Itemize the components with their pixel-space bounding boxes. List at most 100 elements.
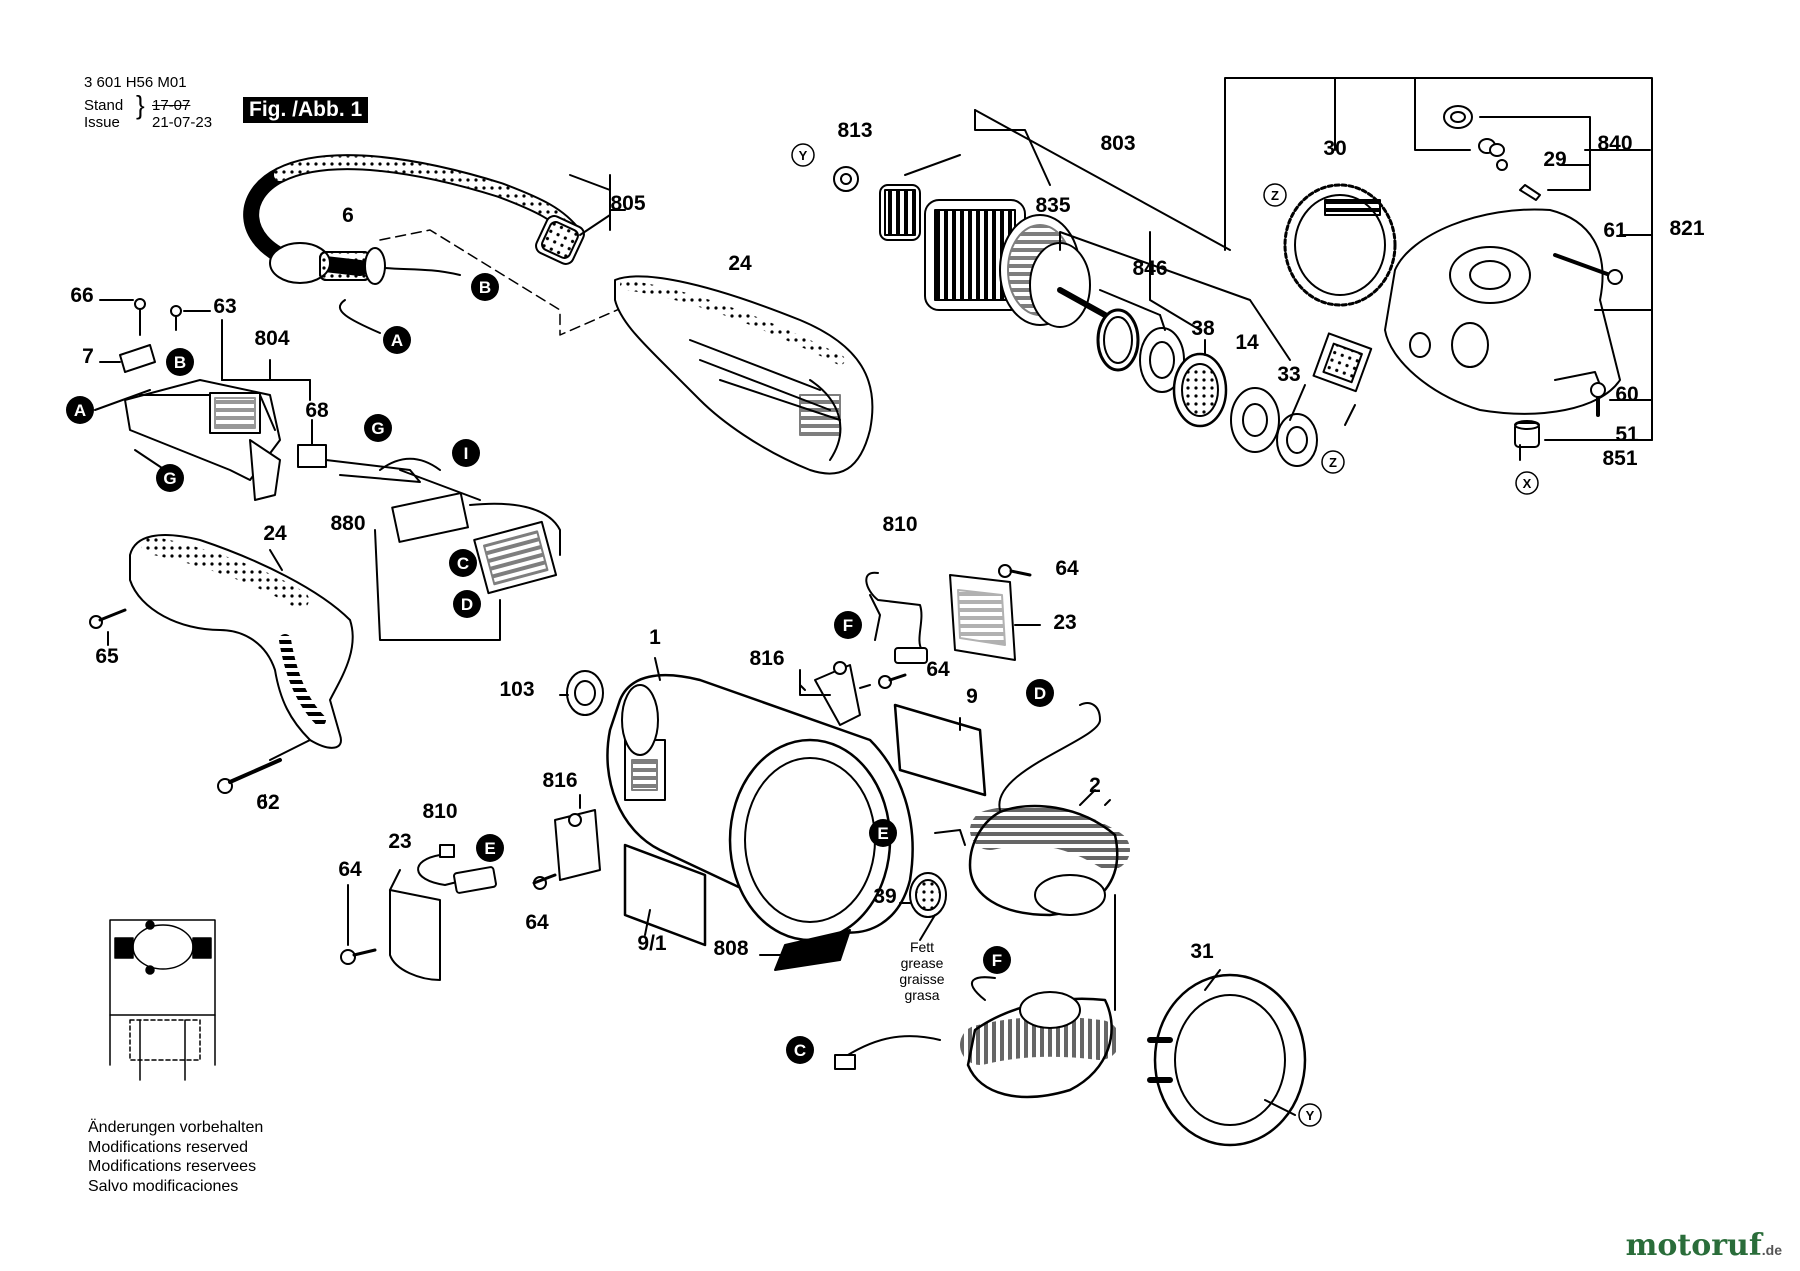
part-label-816b: 816 xyxy=(542,769,577,792)
brush-810-lower xyxy=(417,844,497,894)
part-label-846: 846 xyxy=(1132,257,1167,280)
part-label-63: 63 xyxy=(213,295,236,318)
bushing-51 xyxy=(1514,420,1540,448)
brace-icon: } xyxy=(136,90,145,120)
cover-23-lower xyxy=(389,869,441,981)
screw-64-upper-b xyxy=(998,564,1032,578)
brand-logo: motoruf.de xyxy=(1626,1228,1782,1263)
power-cord xyxy=(243,154,626,334)
brand-name: motoruf xyxy=(1625,1228,1762,1263)
document-number: 3 601 H56 M01 xyxy=(84,74,187,91)
svg-text:G: G xyxy=(371,419,384,438)
part-label-813: 813 xyxy=(837,119,872,142)
part-label-9: 9 xyxy=(966,685,978,708)
part-label-65: 65 xyxy=(95,645,119,668)
svg-text:Z: Z xyxy=(1271,188,1279,203)
svg-text:Y: Y xyxy=(799,148,808,163)
svg-text:D: D xyxy=(461,595,473,614)
svg-text:Z: Z xyxy=(1329,455,1337,470)
part-label-808: 808 xyxy=(713,937,748,960)
note-line-de: Änderungen vorbehalten xyxy=(88,1119,264,1136)
svg-text:X: X xyxy=(1523,476,1532,491)
field-coil-2b xyxy=(834,976,1120,1099)
button-840 xyxy=(1443,105,1541,201)
part-label-2: 2 xyxy=(1089,774,1101,797)
part-label-835: 835 xyxy=(1035,194,1070,217)
footer-notes: Änderungen vorbehalten Modifications res… xyxy=(88,1118,263,1196)
svg-text:A: A xyxy=(74,401,86,420)
part-label-61: 61 xyxy=(1603,219,1627,242)
fan-39 xyxy=(899,872,947,941)
grease-note-line: grasa xyxy=(904,987,939,1003)
part-label-38: 38 xyxy=(1191,317,1215,340)
part-label-68: 68 xyxy=(305,399,329,422)
brush-810-upper xyxy=(865,571,928,664)
issue-label: Issue xyxy=(84,114,120,131)
part-label-821: 821 xyxy=(1669,217,1704,240)
part-label-64a: 64 xyxy=(1055,557,1079,580)
part-label-64c: 64 xyxy=(338,858,362,881)
bearing-33 xyxy=(1230,387,1280,453)
connector-marker-d: D xyxy=(1026,679,1054,707)
plate-9 xyxy=(893,703,987,797)
part-label-6: 6 xyxy=(342,204,354,227)
washer-38 xyxy=(1139,327,1185,393)
grease-note-line: Fett xyxy=(910,939,934,955)
cord-routing-line xyxy=(379,229,641,336)
part-label-60: 60 xyxy=(1615,383,1638,406)
part-label-803: 803 xyxy=(1100,132,1135,155)
stand-date: 17-07 xyxy=(152,97,191,114)
part-label-64b: 64 xyxy=(926,658,950,681)
part-label-33: 33 xyxy=(1277,363,1300,386)
svg-text:F: F xyxy=(843,616,853,635)
svg-text:B: B xyxy=(479,278,491,297)
motor-housing-1 xyxy=(606,673,914,942)
part-label-23b: 23 xyxy=(388,830,411,853)
part-label-39: 39 xyxy=(873,885,896,908)
svg-text:C: C xyxy=(794,1041,806,1060)
ref-marker-x: X xyxy=(1515,471,1539,495)
svg-text:E: E xyxy=(877,824,888,843)
svg-text:C: C xyxy=(457,554,469,573)
switch-assembly xyxy=(94,298,311,501)
note-line-en: Modifications reserved xyxy=(88,1138,249,1156)
part-label-810a: 810 xyxy=(882,513,917,536)
connector-marker-b: B xyxy=(166,348,194,376)
svg-text:G: G xyxy=(163,469,176,488)
note-line-fr: Modifications reservees xyxy=(88,1158,257,1175)
label-808 xyxy=(759,929,851,971)
ref-marker-z: Z xyxy=(1321,450,1345,474)
part-label-62: 62 xyxy=(256,791,279,814)
part-label-30: 30 xyxy=(1323,137,1346,160)
screw-62 xyxy=(217,739,311,806)
part-label-816a: 816 xyxy=(749,647,784,670)
part-label-851: 851 xyxy=(1602,447,1637,470)
connector-marker-c: C xyxy=(449,549,477,577)
grease-note-line: grease xyxy=(901,955,944,971)
connector-marker-a: A xyxy=(383,326,411,354)
electronic-module-880 xyxy=(374,457,561,641)
part-label-805: 805 xyxy=(610,192,645,215)
brush-holder-816-lower xyxy=(554,794,601,881)
fan-cover-31 xyxy=(1147,969,1307,1147)
connector-marker-f: F xyxy=(983,946,1011,974)
connector-marker-e: E xyxy=(476,834,504,862)
svg-text:I: I xyxy=(464,444,469,463)
part-label-24a: 24 xyxy=(728,252,752,275)
screw-65 xyxy=(89,608,127,646)
connector-marker-b: B xyxy=(471,273,499,301)
armature-835 xyxy=(833,166,1108,328)
handle-half-lower xyxy=(129,534,354,749)
part-label-103: 103 xyxy=(499,678,534,701)
svg-text:A: A xyxy=(391,331,403,350)
connector-marker-e: E xyxy=(869,819,897,847)
svg-text:E: E xyxy=(484,839,495,858)
screw-60 xyxy=(1590,382,1606,417)
grease-note-line: graisse xyxy=(899,971,944,987)
plate-9-1 xyxy=(623,843,707,947)
connector-marker-a: A xyxy=(66,396,94,424)
bearing-14 xyxy=(1172,352,1228,428)
ref-marker-y: Y xyxy=(791,143,815,167)
part-label-804: 804 xyxy=(254,327,289,350)
